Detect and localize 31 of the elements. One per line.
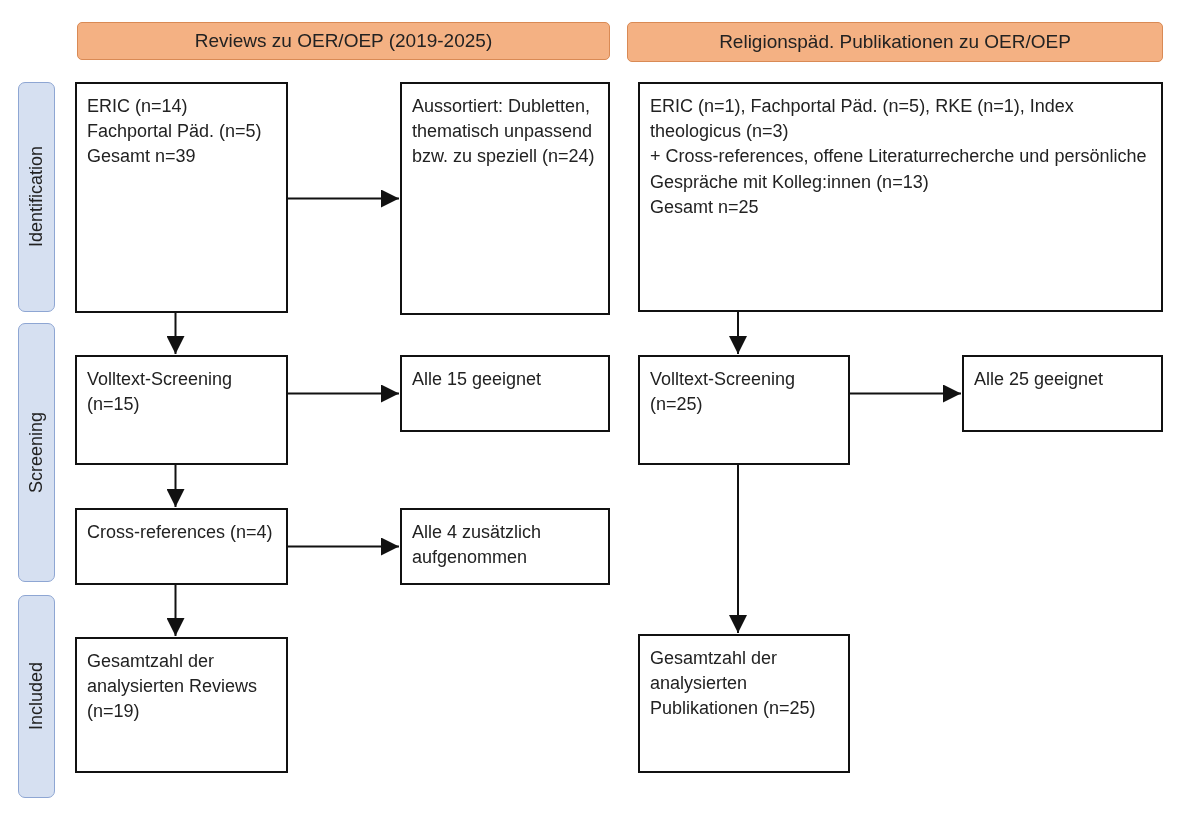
box-text-line: ERIC (n=1), Fachportal Päd. (n=5), RKE (n=1), Index theologicus (n=3) [650,95,1075,144]
process-box: Gesamtzahl der analysierten Publikationen (n=25) [638,634,850,773]
arrow [287,384,400,403]
section-header: Religionspäd. Publikationen zu OER/OEP [627,22,1163,62]
arrow [849,384,962,403]
box-text-line: Gesamt n=39 [87,145,197,169]
arrow [287,537,400,556]
box-text-line: Fachportal Päd. (n=5) [87,120,263,144]
section-header: Reviews zu OER/OEP (2019-2025) [77,22,610,60]
process-box: Alle 25 geeignet [962,355,1163,432]
arrow [166,464,185,508]
box-text-line: Gesamt n=25 [650,195,760,219]
process-box: Gesamtzahl der analysierten Reviews (n=19) [75,637,288,773]
arrow [729,311,747,355]
process-box: Volltext-Screening (n=15) [75,355,288,465]
arrow [166,312,185,355]
phase-label: Screening [18,323,55,582]
phase-label: Included [18,595,55,798]
process-box: Aussortiert: Dubletten, thematisch unpassend bzw. zu speziell (n=24) [400,82,610,315]
process-box [638,82,1163,312]
box-text-line: ERIC (n=14) [87,95,189,118]
process-box: Alle 15 geeignet [400,355,610,432]
box-text-line: + Cross-references, offene Literaturrecherche und persönliche Gespräche mit Kolleg:innen (n=13) [650,145,1148,194]
phase-label: Identification [18,82,55,312]
process-box: Volltext-Screening (n=25) [638,355,850,465]
process-box: Cross-references (n=4) [75,508,288,585]
process-box: Alle 4 zusätzlich aufgenommen [400,508,610,585]
process-box [75,82,288,313]
arrow [166,584,185,637]
arrow [729,464,747,634]
arrow [287,189,400,208]
